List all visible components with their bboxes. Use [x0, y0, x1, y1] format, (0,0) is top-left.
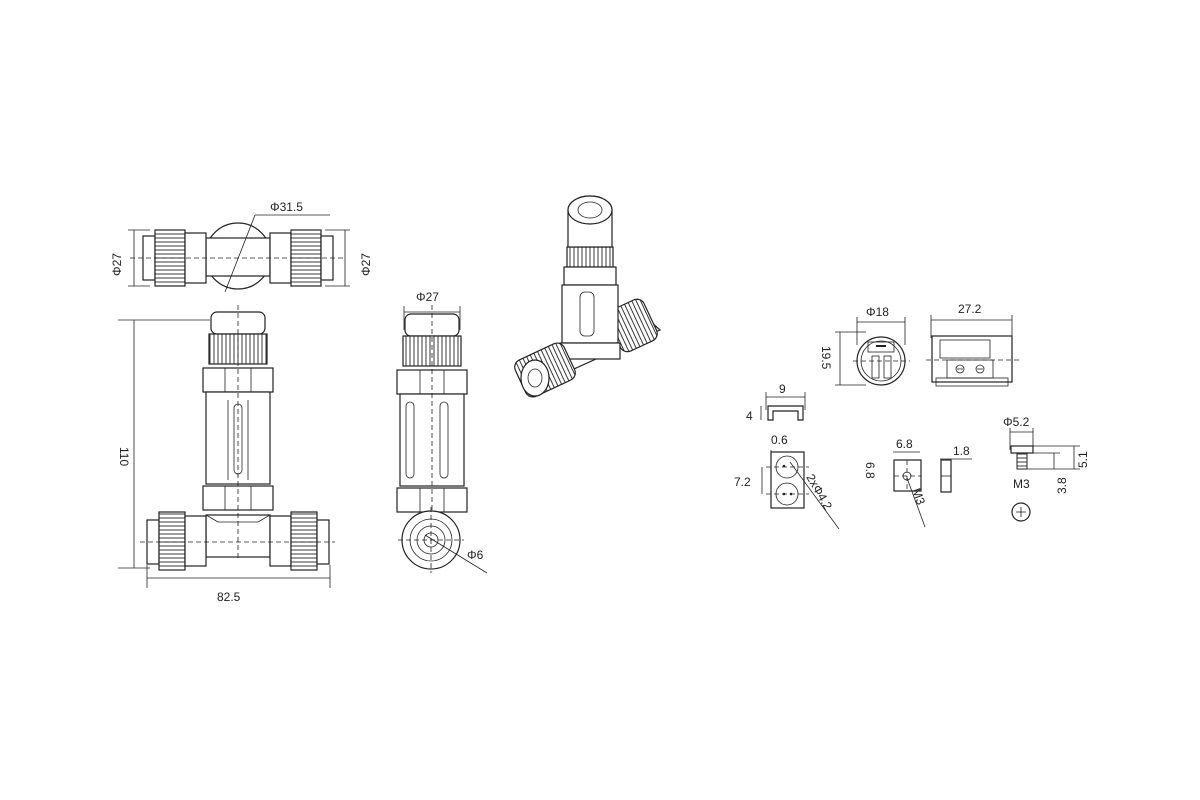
- side-diameter-label: Φ27: [416, 290, 439, 304]
- clip-detail: 9 4: [746, 382, 806, 423]
- side-view: Φ27 Φ6: [396, 290, 488, 574]
- front-view: 110 82.5: [117, 305, 335, 604]
- iso-top-knurl-nut: [566, 246, 614, 268]
- insert-side-view: 27.2: [926, 302, 1020, 387]
- insert-length-label: 27.2: [958, 302, 982, 316]
- top-right-diameter-label: Φ27: [359, 253, 373, 276]
- top-diameter-label: Φ31.5: [270, 200, 303, 214]
- height-label: 110: [117, 447, 131, 466]
- iso-main-body: [561, 284, 619, 344]
- nut-height-label: 6.8: [863, 462, 877, 479]
- clip-height-label: 4: [746, 409, 753, 423]
- plate-height-label: 7.2: [734, 475, 751, 489]
- front-left-knurl-nut: [158, 511, 186, 571]
- cable-diameter-label: Φ6: [467, 548, 484, 562]
- width-label: 82.5: [217, 590, 241, 604]
- top-left-diameter-label: Φ27: [110, 253, 124, 276]
- plate-thickness-label: 0.6: [771, 433, 788, 447]
- front-right-knurl-nut: [290, 511, 318, 571]
- nut-thread-label: M3: [909, 486, 928, 507]
- square-nut-detail: 6.8 6.8 M3: [863, 437, 928, 528]
- clip-width-label: 9: [779, 382, 786, 396]
- isometric-view: [514, 195, 662, 398]
- insert-diameter-label: Φ18: [866, 305, 889, 319]
- top-view: Φ31.5 Φ27 Φ27: [110, 200, 373, 293]
- insert-front-view: Φ18 19.5: [819, 305, 910, 386]
- screw-shank-length-label: 3.8: [1055, 477, 1069, 494]
- washer-thickness-label: 1.8: [953, 444, 970, 458]
- insert-height-label: 19.5: [819, 346, 833, 370]
- screw-head-diameter-label: Φ5.2: [1003, 415, 1030, 429]
- screw-thread-label: M3: [1013, 477, 1030, 491]
- screw-total-length-label: 5.1: [1076, 451, 1090, 468]
- plate-holes-label: 2xΦ4.2: [803, 472, 835, 513]
- screw-detail: Φ5.2 M3 5.1 3.8: [1003, 415, 1090, 522]
- washer-detail: 1.8: [940, 444, 972, 493]
- plate-detail: 0.6 7.2 2xΦ4.2: [734, 433, 840, 530]
- nut-width-label: 6.8: [896, 437, 913, 451]
- top-view-body: [205, 237, 271, 277]
